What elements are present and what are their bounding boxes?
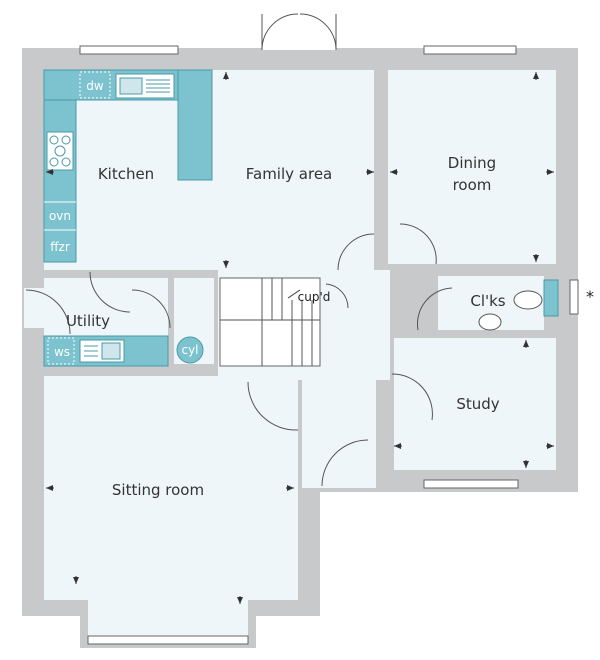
footnote-marker: * — [586, 287, 594, 306]
toilet-icon — [513, 279, 559, 317]
room-label-utility: Utility — [66, 312, 110, 330]
room-label-cloakroom: Cl'ks — [470, 292, 505, 310]
utility-units — [43, 335, 204, 367]
room-label-kitchen: Kitchen — [98, 165, 154, 183]
kitchen-units — [43, 69, 213, 263]
room-label-family-area: Family area — [246, 165, 332, 183]
room-label-study: Study — [456, 395, 499, 413]
fixture-label-dishwasher: dw — [86, 79, 104, 93]
sink-icon — [79, 339, 125, 363]
basin-icon — [478, 313, 502, 331]
fixture-label-oven: ovn — [49, 209, 71, 223]
room-label-sitting-room: Sitting room — [112, 481, 204, 499]
dimension-arrow-icon — [46, 72, 554, 604]
hob-icon — [46, 131, 74, 171]
fixture-label-washing-machine: ws — [54, 345, 70, 359]
staircase-icon — [219, 277, 321, 367]
window-icon — [79, 45, 579, 645]
fixture-label-cupboard: cup'd — [298, 290, 331, 304]
fixture-label-fridge-freezer: ffzr — [50, 240, 70, 254]
fixture-label-cylinder: cyl — [181, 343, 198, 357]
room-label-dining-line2: room — [453, 176, 492, 194]
room-label-dining-line1: Dining — [448, 154, 496, 172]
door-icon — [25, 13, 453, 487]
sink-icon — [115, 73, 175, 99]
